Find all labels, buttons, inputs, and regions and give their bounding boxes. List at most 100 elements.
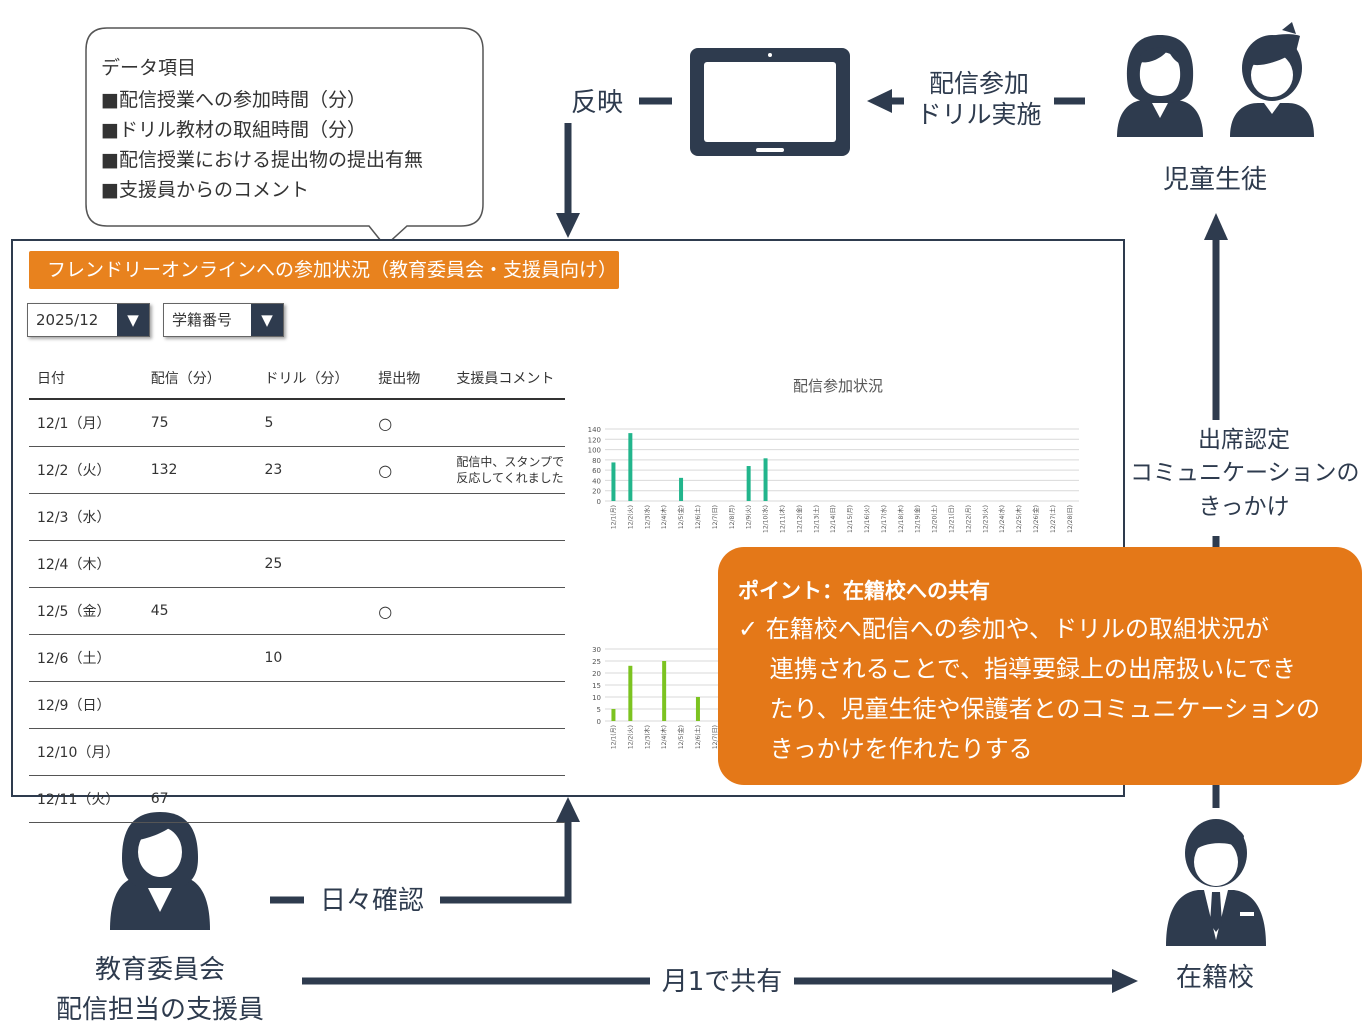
school-label: 在籍校	[1175, 963, 1254, 993]
bubble-title: データ項目	[101, 57, 197, 79]
x-tick-label: 12/4(木)	[660, 505, 668, 529]
table-cell-date: 12/4（木）	[29, 540, 143, 588]
x-tick-label: 12/15(月)	[847, 505, 854, 533]
bubble-item: ■支援員からのコメント	[101, 179, 309, 201]
y-tick-label: 40	[592, 477, 601, 485]
table-cell-submitted	[370, 775, 449, 823]
x-tick-label: 12/6(土)	[694, 505, 702, 529]
x-tick-label: 12/2(火)	[627, 505, 634, 529]
x-tick-label: 12/1(月)	[610, 505, 617, 529]
callout-body: ✓ 在籍校へ配信への参加や、ドリルの取組状況が 連携されることで、指導要録上の出…	[738, 615, 1320, 763]
attendance-label: 出席認定 コミュニケーションの きっかけ	[1130, 420, 1360, 536]
x-tick-label: 12/4(木)	[660, 725, 668, 749]
table-row: 12/11（火）67	[29, 775, 565, 823]
y-tick-label: 0	[597, 718, 601, 726]
reflect-arrowhead	[556, 213, 580, 238]
table-row: 12/10（月）	[29, 728, 565, 776]
table-row: 12/3（水）	[29, 493, 565, 541]
student-id-select[interactable]: 学籍番号 ▼	[163, 303, 284, 337]
table-cell-submitted	[370, 681, 449, 729]
table-cell-submitted	[370, 540, 449, 588]
bar	[679, 477, 684, 501]
y-tick-label: 20	[592, 488, 601, 496]
y-tick-label: 0	[597, 498, 601, 506]
table-cell-drill: 25	[256, 540, 371, 588]
y-tick-label: 60	[592, 467, 601, 475]
stream-chart: 02040608010012014012/1(月)12/2(火)12/3(水)1…	[588, 426, 1079, 533]
table-cell-drill: 23	[256, 446, 371, 494]
board-staff-icon	[110, 812, 210, 930]
x-tick-label: 12/25(木)	[1015, 505, 1023, 533]
table-cell-date: 12/3（水）	[29, 493, 143, 541]
y-tick-label: 10	[592, 694, 601, 702]
bubble-item: ■配信授業への参加時間（分）	[101, 89, 366, 111]
x-tick-label: 12/2(火)	[627, 725, 634, 749]
table-cell-stream	[142, 493, 257, 541]
table-cell-comment	[448, 587, 565, 635]
bubble-shape	[85, 27, 484, 248]
x-tick-label: 12/16(火)	[864, 505, 871, 533]
x-tick-label: 12/17(水)	[880, 505, 888, 533]
table-cell-comment	[448, 399, 565, 447]
table-row: 12/9（日）	[29, 681, 565, 729]
x-tick-label: 12/9(火)	[746, 505, 753, 529]
column-header: ドリル（分）	[256, 358, 371, 400]
table-row: 12/4（木） 25	[29, 540, 565, 588]
x-tick-label: 12/5(金)	[677, 505, 685, 529]
reflect-label: 反映	[555, 83, 639, 123]
callout-title: ポイント：在籍校への共有	[738, 579, 990, 603]
table-cell-stream: 67	[142, 775, 257, 823]
x-tick-label: 12/6(土)	[694, 725, 702, 749]
student-girl-icon	[1117, 35, 1203, 137]
dashboard-panel: フレンドリーオンラインへの参加状況（教育委員会・支援員向け） 2025/12 ▼…	[11, 239, 1125, 823]
table-cell-comment	[448, 775, 565, 823]
student-id-select-value: 学籍番号	[172, 311, 233, 329]
table-cell-comment	[448, 681, 565, 729]
bar	[628, 433, 633, 501]
table-cell-comment	[448, 634, 565, 682]
x-tick-label: 12/12(金)	[795, 505, 803, 533]
x-tick-label: 12/19(金)	[914, 505, 922, 533]
table-cell-stream	[142, 728, 257, 776]
table-cell-submitted	[370, 493, 449, 541]
bubble-item: ■ドリル教材の取組時間（分）	[101, 119, 366, 141]
table-cell-drill	[256, 587, 371, 635]
x-tick-label: 12/27(土)	[1049, 505, 1057, 533]
chevron-down-icon[interactable]: ▼	[251, 304, 283, 336]
x-tick-label: 12/7(日)	[712, 725, 719, 749]
table-cell-stream: 75	[142, 399, 257, 447]
x-tick-label: 12/7(日)	[712, 505, 719, 529]
month-select[interactable]: 2025/12 ▼	[27, 303, 150, 337]
dashboard-title: フレンドリーオンラインへの参加状況（教育委員会・支援員向け）	[29, 251, 619, 289]
table-cell-comment	[448, 493, 565, 541]
x-tick-label: 12/14(日)	[830, 505, 837, 533]
table-header-row: 日付 配信（分） ドリル（分） 提出物 支援員コメント	[29, 358, 565, 400]
x-tick-label: 12/10(水)	[762, 505, 770, 533]
column-header: 日付	[29, 358, 143, 400]
x-tick-label: 12/21(日)	[948, 505, 955, 533]
y-tick-label: 140	[588, 426, 601, 434]
table-cell-date: 12/10（月）	[29, 728, 143, 776]
x-tick-label: 12/13(土)	[812, 505, 820, 533]
drill-chart: 05101520253012/1(月)12/2(火)12/3(木)12/4(木)…	[592, 646, 725, 749]
y-tick-label: 5	[597, 706, 601, 714]
chevron-down-icon[interactable]: ▼	[117, 304, 149, 336]
x-tick-label: 12/28(日)	[1067, 505, 1074, 533]
bar	[662, 661, 667, 721]
table-cell-date: 12/5（金）	[29, 587, 143, 635]
table-cell-comment	[448, 728, 565, 776]
y-tick-label: 30	[592, 646, 601, 654]
x-tick-label: 12/22(月)	[965, 505, 972, 533]
table-cell-comment: 配信中、スタンプで 反応してくれました	[448, 446, 565, 494]
student-boy-icon	[1230, 22, 1314, 137]
y-tick-label: 15	[592, 682, 601, 690]
table-row: 12/5（金）45○	[29, 587, 565, 635]
x-tick-label: 12/3(木)	[643, 725, 651, 749]
y-tick-label: 25	[592, 658, 601, 666]
bar	[695, 697, 700, 721]
table-cell-stream: 45	[142, 587, 257, 635]
